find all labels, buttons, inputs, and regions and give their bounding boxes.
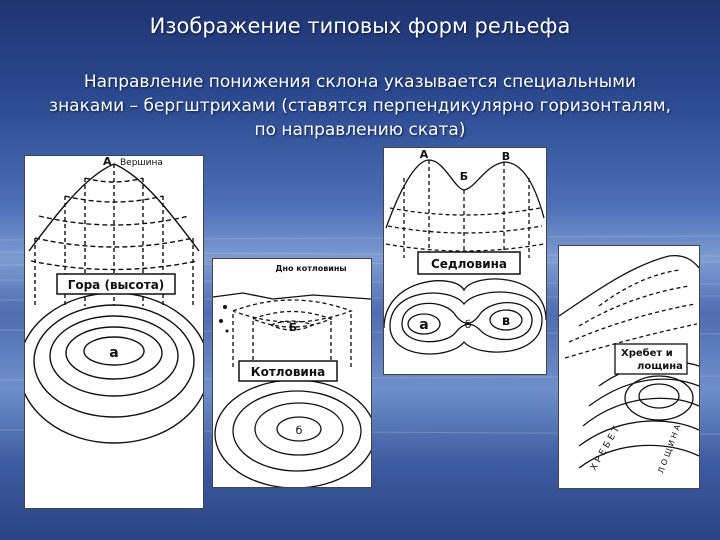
slide-subtitle: Направление понижения склона указывается… (20, 70, 700, 142)
mountain-center-letter: а (109, 345, 118, 361)
subtitle-line-1: Направление понижения склона указывается… (83, 72, 637, 92)
mountain-box-label: Гора (высота) (68, 278, 165, 292)
ridge-side-text: Х Р Е Б Е Т (589, 425, 622, 473)
ridge-diagram-panel: Хребет и лощина Х Р Е Б Е Т Л О Щ И Н А (558, 245, 700, 489)
ridge-box-label-2: лощина (637, 361, 683, 372)
saddle-diagram-panel: А Б В Седловина а б в (383, 147, 547, 375)
saddle-box-label: Седловина (431, 257, 507, 271)
saddle-center-v: в (502, 314, 510, 329)
basin-center-letter: б (296, 424, 303, 437)
subtitle-line-3: по направлению ската) (254, 120, 466, 140)
basin-diagram-panel: Дно котловины Б Котловина б (212, 258, 372, 488)
subtitle-line-2: знаками – бергштрихами (ставятся перпенд… (49, 96, 671, 116)
mountain-top-letter: А (103, 156, 112, 168)
saddle-letter-b: Б (460, 170, 468, 183)
basin-top-label: Дно котловины (275, 264, 346, 273)
slide-title: Изображение типовых форм рельефа (149, 14, 571, 38)
saddle-center-a: а (419, 317, 428, 333)
saddle-center-b: б (465, 318, 472, 331)
basin-top-letter: Б (289, 321, 297, 334)
basin-box-label: Котловина (251, 365, 325, 379)
saddle-letter-a: А (420, 148, 429, 161)
ridge-box-label-1: Хребет и (621, 347, 673, 359)
saddle-letter-v: В (502, 150, 510, 163)
mountain-top-label: Вершина (120, 158, 163, 168)
mountain-diagram-panel: А Вершина Гора (высота) а (24, 155, 204, 509)
